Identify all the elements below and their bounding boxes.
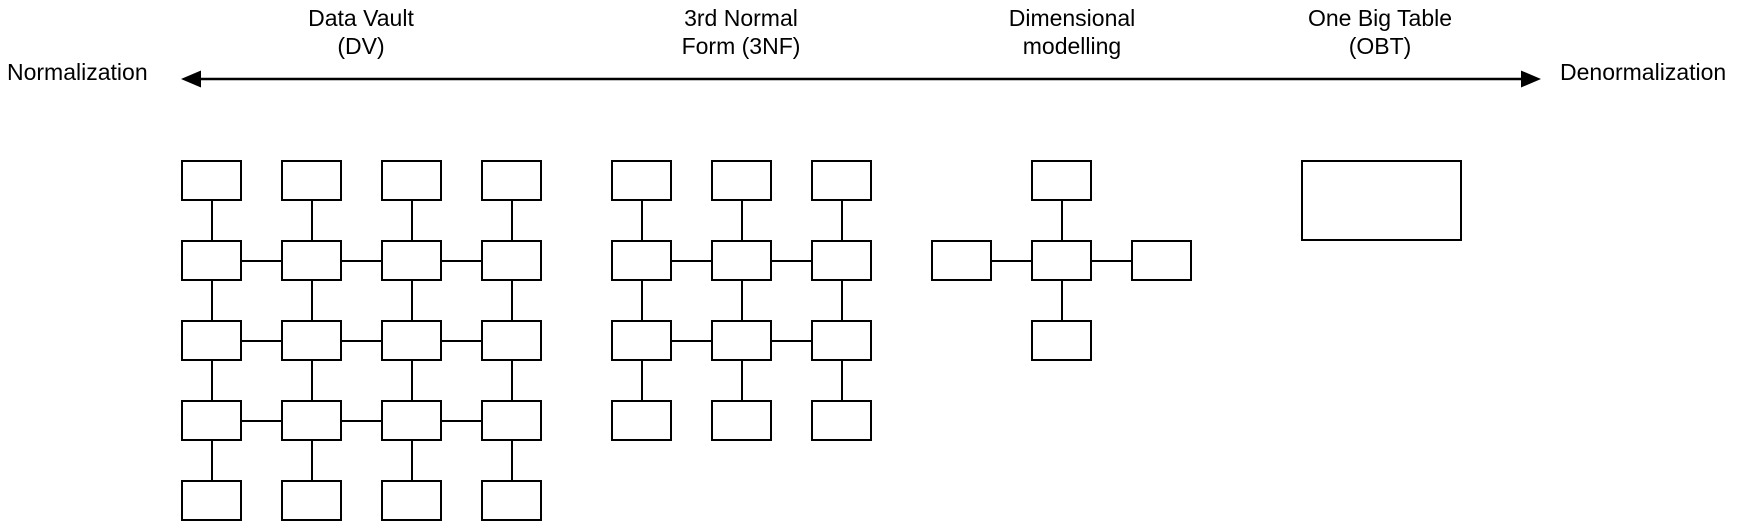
approach-label-data-vault: Data Vault (DV) [211,4,511,60]
entity-box [611,400,672,441]
relationship-line [772,259,811,262]
entity-box [611,320,672,361]
relationship-line [510,201,513,240]
entity-box [381,480,442,521]
entity-box [811,400,872,441]
entity-box [931,240,992,281]
entity-box [281,160,342,201]
approach-label-line1: Dimensional [1008,5,1136,31]
relationship-line [210,281,213,320]
approach-label-third-normal-form: 3rd Normal Form (3NF) [591,4,891,60]
entity-box [281,240,342,281]
relationship-line [342,259,381,262]
relationship-line [310,441,313,480]
entity-box [711,240,772,281]
approach-label-line1: Data Vault [308,5,414,31]
entity-box [611,240,672,281]
relationship-line [740,201,743,240]
relationship-line [1060,201,1063,240]
relationship-line [772,339,811,342]
relationship-line [410,201,413,240]
entity-box [481,400,542,441]
entity-box [381,240,442,281]
relationship-line [410,441,413,480]
entity-box [811,240,872,281]
entity-box [481,480,542,521]
relationship-line [640,201,643,240]
relationship-line [510,281,513,320]
entity-box [811,320,872,361]
relationship-line [310,281,313,320]
entity-box [181,240,242,281]
relationship-line [510,441,513,480]
relationship-line [342,339,381,342]
approach-label-line1: 3rd Normal [684,5,798,31]
entity-box [181,320,242,361]
axis-label-normalization: Normalization [7,59,148,85]
entity-box [381,400,442,441]
relationship-line [342,419,381,422]
relationship-line [242,419,281,422]
entity-box [1031,320,1092,361]
relationship-line [310,201,313,240]
relationship-line [840,281,843,320]
entity-box [281,400,342,441]
relationship-line [510,361,513,400]
relationship-line [740,281,743,320]
relationship-line [992,259,1031,262]
entity-box [711,320,772,361]
entity-box [381,320,442,361]
entity-box [181,480,242,521]
relationship-line [442,339,481,342]
entity-box [811,160,872,201]
entity-box [481,240,542,281]
normalization-spectrum-arrow [181,70,1541,88]
relationship-line [310,361,313,400]
approach-label-line2: modelling [1022,33,1122,59]
entity-box [181,160,242,201]
entity-box [181,400,242,441]
entity-box [1131,240,1192,281]
approach-label-line1: One Big Table [1307,5,1453,31]
relationship-line [640,281,643,320]
entity-box [1031,240,1092,281]
entity-box [281,320,342,361]
approach-label-one-big-table: One Big Table (OBT) [1230,4,1530,60]
relationship-line [210,361,213,400]
entity-box [281,480,342,521]
relationship-line [410,361,413,400]
relationship-line [840,201,843,240]
entity-box [481,160,542,201]
relationship-line [640,361,643,400]
relationship-line [1092,259,1131,262]
relationship-line [210,441,213,480]
relationship-line [242,259,281,262]
approach-label-dimensional-modelling: Dimensional modelling [922,4,1222,60]
relationship-line [1060,281,1063,320]
relationship-line [242,339,281,342]
arrowhead-left-icon [181,70,201,88]
entity-box [711,400,772,441]
entity-box [1031,160,1092,201]
entity-box [1301,160,1462,241]
relationship-line [672,259,711,262]
entity-box [711,160,772,201]
relationship-line [740,361,743,400]
relationship-line [442,259,481,262]
approach-label-line2: Form (3NF) [681,33,801,59]
approach-label-line2: (OBT) [1348,33,1412,59]
approach-label-line2: (DV) [337,33,385,59]
entity-box [381,160,442,201]
relationship-line [442,419,481,422]
entity-box [481,320,542,361]
arrowhead-right-icon [1521,70,1541,88]
relationship-line [840,361,843,400]
relationship-line [672,339,711,342]
relationship-line [410,281,413,320]
relationship-line [210,201,213,240]
entity-box [611,160,672,201]
axis-label-denormalization: Denormalization [1560,59,1727,85]
